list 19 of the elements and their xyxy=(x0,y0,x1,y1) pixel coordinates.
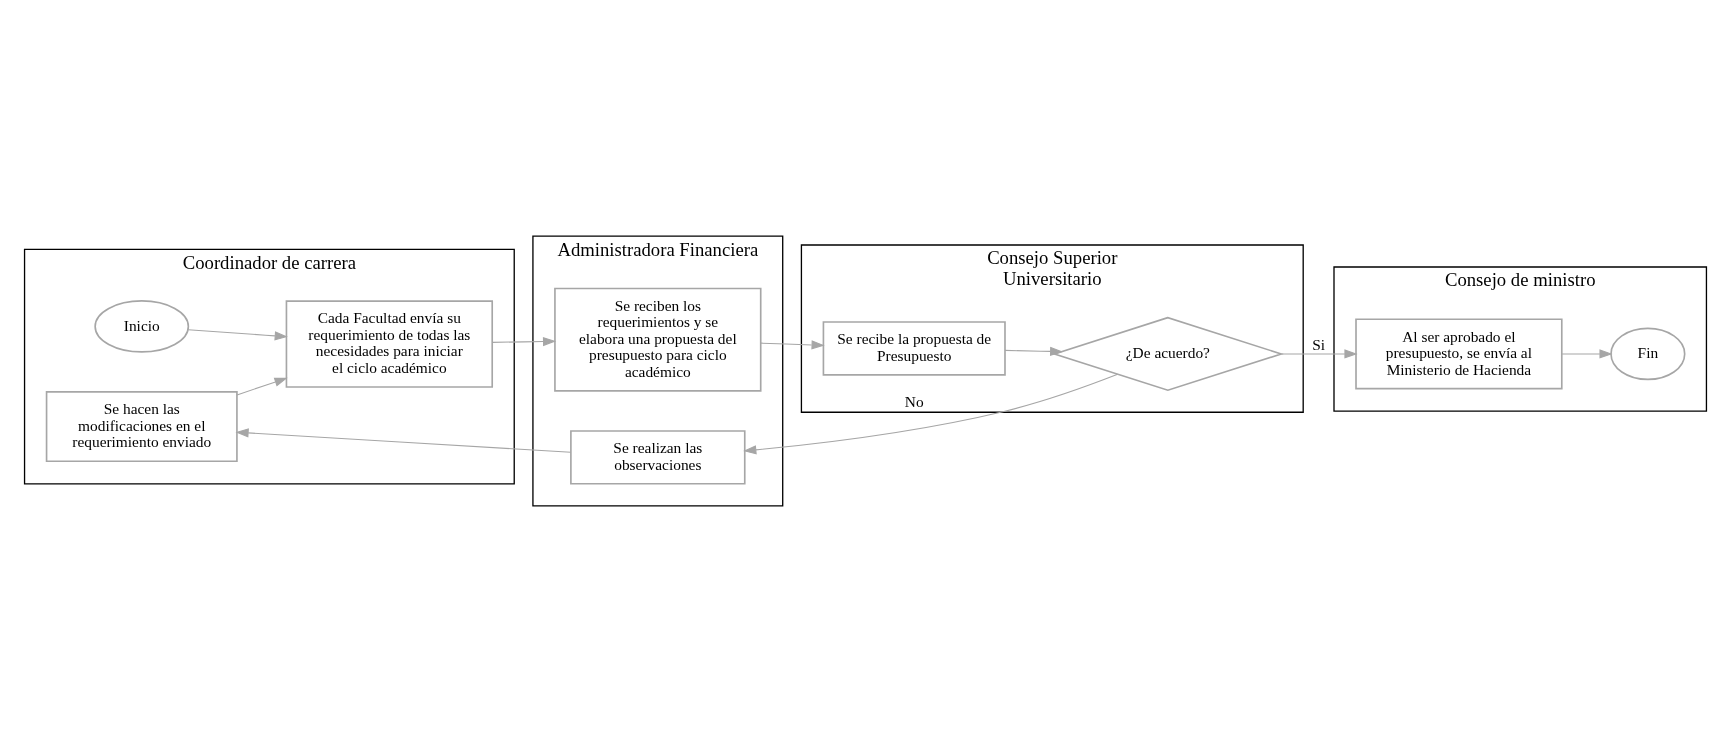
arrow xyxy=(1280,349,1358,359)
node-box: Al ser aprobado el presupuesto, se envía al Ministerio de Hacienda xyxy=(1354,318,1563,390)
node-box: Se recibe la propuesta de Presupuesto xyxy=(822,321,1006,376)
arrow xyxy=(235,377,288,396)
node-box: Se hacen las modificaciones en el requerimiento enviado xyxy=(45,391,238,463)
arrow xyxy=(742,373,1118,455)
edge-label: No xyxy=(904,392,924,410)
node-ellipse: Fin xyxy=(1609,327,1685,381)
arrow xyxy=(1561,349,1613,359)
arrow xyxy=(1003,346,1063,356)
arrow xyxy=(234,428,571,453)
node-box: Se reciben los requerimientos y se elabora una propuesta del presupuesto para ciclo académico xyxy=(553,287,762,392)
node-box: Cada Facultad envía su requerimiento de todas las necesidades para iniciar el ciclo académico xyxy=(285,300,493,388)
arrow xyxy=(759,340,825,350)
arrow xyxy=(491,336,556,347)
edge-label: Si xyxy=(1311,335,1325,353)
node-ellipse: Inicio xyxy=(93,300,189,353)
node-box: Se realizan las observaciones xyxy=(569,430,746,485)
arrow xyxy=(187,329,288,341)
